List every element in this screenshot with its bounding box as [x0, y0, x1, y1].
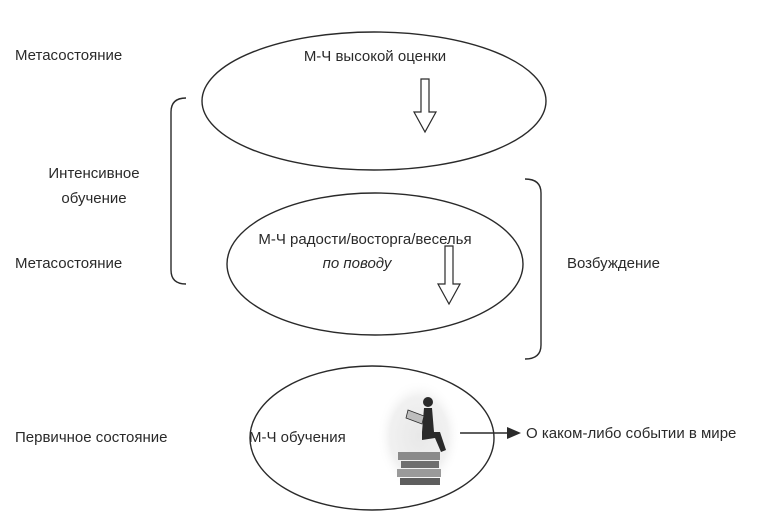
event-arrow-head: [507, 427, 521, 439]
label-intensive-line1: Интенсивное: [48, 165, 139, 182]
bottom-ellipse: [249, 365, 495, 511]
label-metastate-middle: Метасостояние: [15, 255, 122, 272]
top-ellipse: [201, 31, 547, 171]
down-arrow-middle: [436, 245, 462, 306]
down-arrow-top: [412, 78, 438, 134]
right-bracket: [524, 178, 542, 360]
label-excitement: Возбуждение: [567, 255, 660, 272]
node-joy-line1: М-Ч радости/восторга/веселья: [258, 231, 471, 248]
middle-ellipse: [226, 192, 524, 336]
label-primary-state: Первичное состояние: [15, 429, 167, 446]
node-high-evaluation: М-Ч высокой оценки: [304, 48, 446, 65]
label-world-event: О каком-либо событии в мире: [526, 425, 736, 442]
reading-person-on-books-icon: [377, 380, 461, 492]
node-joy-line2: по поводу: [323, 255, 393, 272]
node-learning: М-Ч обучения: [249, 429, 346, 446]
label-intensive-line2: обучение: [61, 190, 126, 207]
left-bracket: [170, 97, 187, 285]
label-metastate-top: Метасостояние: [15, 47, 122, 64]
